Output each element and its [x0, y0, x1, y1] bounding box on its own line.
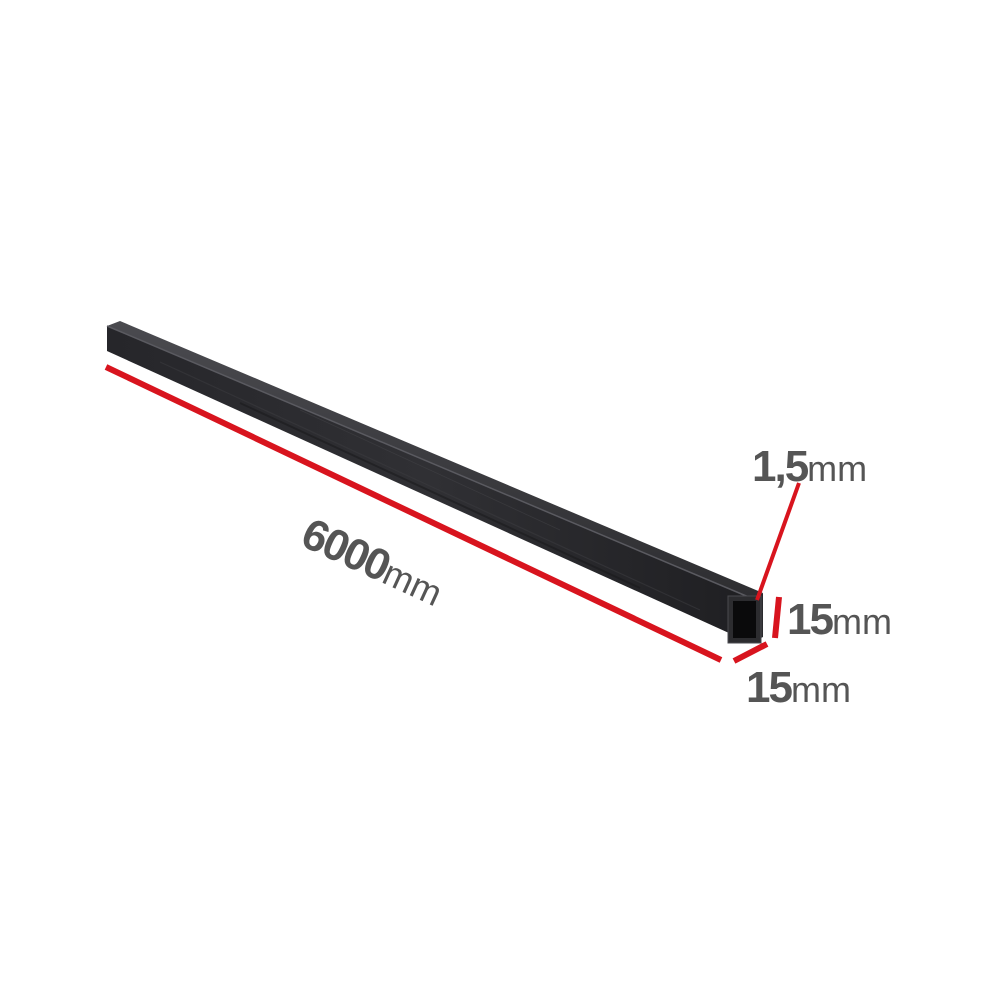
tube-end-opening	[733, 601, 756, 638]
tube-front-face	[107, 326, 751, 643]
height-dimension-line	[772, 596, 782, 639]
height-label: 15mm	[787, 595, 892, 644]
thickness-label: 1,5mm	[752, 442, 867, 491]
dimension-lines	[104, 364, 801, 664]
tube-texture-streak	[239, 402, 641, 589]
height-value: 15	[787, 595, 833, 644]
width-unit: mm	[791, 669, 851, 710]
square-tube	[106, 321, 763, 644]
length-label: 6000mm	[294, 509, 451, 616]
thickness-value: 1,5	[752, 442, 809, 491]
thickness-leader-line	[755, 482, 801, 601]
tube-top-face	[107, 321, 763, 598]
svg-text:6000mm: 6000mm	[294, 509, 451, 616]
width-dimension-line	[732, 641, 769, 664]
tube-texture-streak	[159, 361, 701, 611]
tube-texture-streak	[299, 409, 561, 531]
tube-edge-highlight	[106, 325, 752, 599]
width-label: 15mm	[746, 663, 851, 712]
thickness-unit: mm	[807, 448, 867, 489]
height-unit: mm	[832, 601, 892, 642]
length-dimension-line	[104, 364, 723, 663]
width-value: 15	[746, 663, 792, 712]
